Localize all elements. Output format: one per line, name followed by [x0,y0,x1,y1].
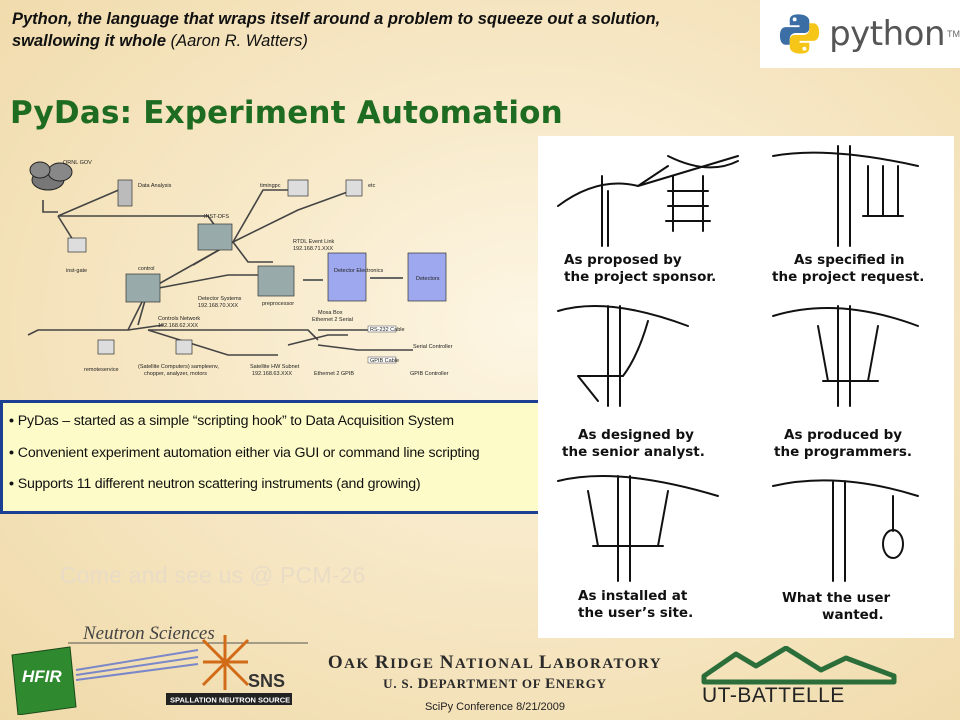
serial-controller-label: Serial Controller [413,344,453,350]
slide-quote: Python, the language that wraps itself a… [12,8,752,52]
caption-3-line-2: the senior analyst. [562,444,705,460]
cloud-icon [29,161,73,191]
gpib-controller-label: GPIB Controller [410,371,449,377]
detector-ip-label: 192.168.70.XXX [198,303,238,309]
satellite-computers-label: (Satellite Computers) sampleenv, [138,364,219,370]
ornl-line: OAK RIDGE NATIONAL LABORATORY [327,652,663,673]
control-label: control [138,266,155,272]
monitor-icon [287,179,309,197]
inst-dfs-server-icon [197,223,233,251]
python-wordmark: python [829,14,945,54]
ornl-name: OAK RIDGE NATIONAL LABORATORY U. S. DEPA… [300,652,690,693]
neutron-sciences-text: Neutron Sciences [82,623,215,644]
bullet-item: •Supports 11 different neutron scatterin… [9,476,421,492]
caption-4-line-2: the programmers. [774,444,912,460]
monitor-icon [345,179,363,197]
neutron-sciences-logos: Neutron Sciences HFIR SNS SPALLATION NEU… [11,623,308,715]
satellite-ip-label: 192.168.63.XXX [252,371,292,377]
detector-systems-label: Detector Systems [198,296,242,302]
caption-2-line-2: the project request. [772,269,924,285]
python-trademark: TM [947,29,960,39]
sns-text: SNS [248,671,285,691]
come-see-us-text: Come and see us @ PCM-26 [60,562,366,588]
sns-subtitle: SPALLATION NEUTRON SOURCE [170,696,290,705]
caption-1-line-1: As proposed by [564,252,682,268]
sns-logo: SNS SPALLATION NEUTRON SOURCE [166,635,292,705]
beam-lines [75,649,199,681]
bullet-item: •PyDas – started as a simple “scripting … [9,413,454,429]
ornl-gov-label: ORNL GOV [63,160,92,166]
hfir-logo: HFIR [11,646,77,715]
detector-electronics-box [327,252,367,302]
etc-label: etc [368,183,376,189]
inst-dfs-label: INST-DFS [204,214,229,220]
caption-5-line-2: the user’s site. [578,605,693,621]
controls-ip-label: 192.168.62.XXX [158,323,198,329]
detectors-box [407,252,447,302]
bullet-list: •PyDas – started as a simple “scripting … [0,400,552,514]
gpib-cable-label: GPIB Cable [370,358,399,364]
rtdl-label: RTDL Event Link [293,239,335,245]
caption-3-line-1: As designed by [578,427,694,443]
monitor-icon [97,339,115,355]
doe-line: U. S. DEPARTMENT OF ENERGY [383,676,607,692]
detectors-label: Detectors [416,276,440,282]
satellite-computers-label-2: chopper, analyzer, motors [144,371,207,377]
tree-swing-cartoon: As proposed by the project sponsor. As s… [538,136,954,638]
controls-network-label: Controls Network [158,316,200,322]
ethernet-gpib-label: Ethernet 2 GPIB [314,371,354,377]
preprocessor-icon [257,265,295,297]
caption-4-line-1: As produced by [784,427,902,443]
ut-battelle-logo: UT-BATTELLE [701,646,897,704]
ethernet-serial-label: Ethernet 2 Serial [312,317,353,323]
caption-2-line-1: As specified in [794,252,904,268]
caption-6-line-1: What the user [782,590,890,606]
monitor-icon [67,237,87,253]
ut-battelle-text: UT-BATTELLE [702,684,845,704]
control-server-icon [125,273,161,303]
moxa-label: Moxa Box [318,310,343,316]
remoteservice-label: remoteservice [84,367,119,373]
arrow-icon [303,277,403,281]
rtdl-ip-label: 192.168.71.XXX [293,246,333,252]
caption-5-line-1: As installed at [578,588,688,604]
caption-6-line-2: wanted. [822,607,884,623]
detector-electronics-label: Detector Electronics [334,268,383,274]
monitor-icon [175,339,193,355]
data-analysis-label: Data Analysis [138,183,172,189]
conference-footer: SciPy Conference 8/21/2009 [424,701,566,713]
python-snake-icon [779,14,820,54]
bullet-item: •Convenient experiment automation either… [9,444,480,461]
caption-1-line-2: the project sponsor. [564,269,716,285]
preprocessor-label: preprocessor [262,301,294,307]
server-icon [117,179,133,207]
hfir-text: HFIR [22,667,62,686]
timingpc-label: timingpc [260,183,281,189]
quote-text: Python, the language that wraps itself a… [12,10,661,50]
slide-title: PyDas: Experiment Automation [10,95,563,131]
network-diagram: ORNL GOV Data Analysis timingpc etc INST… [27,160,453,377]
inst-gate-label: inst-gate [66,268,87,274]
satellite-subnet-label: Satellite HW Subnet [250,364,300,370]
quote-author: (Aaron R. Watters) [166,32,308,50]
rs232-label: RS-232 Cable [370,327,405,333]
